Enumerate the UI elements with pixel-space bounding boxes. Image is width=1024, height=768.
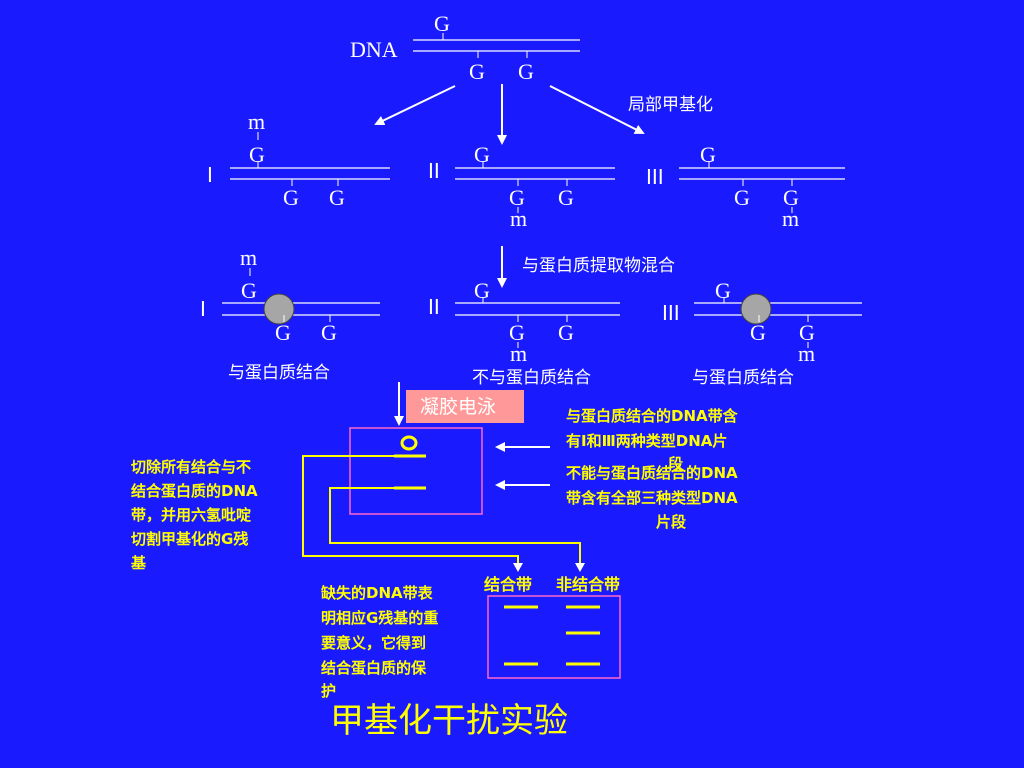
arrow-to-i — [374, 85, 456, 126]
svg-text:切割甲基化的G残: 切割甲基化的G残 — [131, 530, 248, 548]
methyl-mark: m — [782, 206, 799, 231]
top-g-lower-1: G — [469, 59, 485, 84]
svg-text:G: G — [249, 142, 265, 167]
roman-iii: III — [646, 165, 664, 189]
svg-text:G: G — [783, 185, 799, 210]
methyl-mark: m — [240, 245, 257, 270]
svg-text:G: G — [558, 320, 574, 345]
dna-label: DNA — [350, 37, 398, 62]
bound-protein — [263, 293, 295, 325]
svg-text:结合蛋白质的DNA: 结合蛋白质的DNA — [131, 482, 258, 500]
svg-text:有Ⅰ和Ⅲ两种类型DNA片: 有Ⅰ和Ⅲ两种类型DNA片 — [566, 432, 727, 450]
svg-text:II: II — [428, 295, 440, 319]
row2-dna-iii: III G G G m 与蛋白质结合 — [662, 278, 862, 388]
svg-text:G: G — [509, 185, 525, 210]
bound-lane-label: 结合带 — [483, 575, 532, 594]
svg-text:明相应G残基的重: 明相应G残基的重 — [321, 609, 438, 627]
line-to-unbound-lane — [329, 487, 581, 566]
svg-text:不能与蛋白质结合的DNA: 不能与蛋白质结合的DNA — [566, 464, 738, 482]
roman-ii: II — [428, 159, 440, 183]
top-dna: DNA G G G — [350, 11, 580, 84]
svg-text:片段: 片段 — [656, 513, 686, 531]
svg-text:G: G — [734, 185, 750, 210]
note-unbound-band: 不能与蛋白质结合的DNA 带含有全部三种类型DNA 片段 — [566, 464, 738, 531]
svg-text:基: 基 — [130, 554, 147, 572]
bound-label-i: 与蛋白质结合 — [228, 363, 330, 383]
svg-text:带，并用六氢吡啶: 带，并用六氢吡啶 — [131, 506, 251, 524]
gel-electrophoresis-label: 凝胶电泳 — [420, 396, 496, 418]
row2-dna-i: I m G G G 与蛋白质结合 — [200, 245, 380, 383]
line-to-bound-lane — [302, 455, 519, 566]
row1-dna-i: I m G G G — [207, 109, 390, 210]
partial-methylation-label: 局部甲基化 — [628, 95, 713, 115]
svg-text:与蛋白质结合的DNA带含: 与蛋白质结合的DNA带含 — [566, 407, 739, 425]
unbound-label: 不与蛋白质结合 — [472, 368, 591, 388]
mix-protein-label: 与蛋白质提取物混合 — [522, 256, 675, 276]
svg-text:G: G — [509, 320, 525, 345]
svg-text:I: I — [200, 297, 206, 321]
methyl-mark: m — [510, 341, 527, 366]
svg-text:G: G — [329, 185, 345, 210]
svg-text:G: G — [715, 278, 731, 303]
arrow-to-iii — [549, 85, 645, 134]
svg-text:段: 段 — [668, 455, 683, 473]
slide-title: 甲基化干扰实验 — [330, 701, 568, 741]
svg-text:G: G — [321, 320, 337, 345]
note-cut: 切除所有结合与不 结合蛋白质的DNA 带，并用六氢吡啶 切割甲基化的G残 基 — [130, 458, 258, 572]
note-bound-band: 与蛋白质结合的DNA带含 有Ⅰ和Ⅲ两种类型DNA片 段 — [566, 407, 739, 473]
note-missing: 缺失的DNA带表 明相应G残基的重 要意义，它得到 结合蛋白质的保 护 — [320, 584, 438, 700]
svg-text:切除所有结合与不: 切除所有结合与不 — [131, 458, 251, 476]
row1-dna-ii: II G G G m — [428, 142, 615, 231]
svg-text:G: G — [700, 142, 716, 167]
roman-i: I — [207, 163, 213, 187]
svg-text:护: 护 — [321, 682, 336, 700]
svg-text:G: G — [241, 278, 257, 303]
row1-dna-iii: III G G G m — [646, 142, 845, 231]
svg-text:带含有全部三种类型DNA: 带含有全部三种类型DNA — [566, 489, 738, 507]
svg-text:结合蛋白质的保: 结合蛋白质的保 — [321, 659, 427, 677]
methyl-mark: m — [798, 341, 815, 366]
top-g-upper: G — [434, 11, 450, 36]
unbound-lane-label: 非结合带 — [556, 575, 620, 594]
gel-electrophoresis-button[interactable] — [406, 390, 524, 423]
svg-text:III: III — [662, 301, 680, 325]
svg-text:G: G — [474, 278, 490, 303]
top-g-lower-2: G — [518, 59, 534, 84]
svg-text:G: G — [750, 320, 766, 345]
row2-dna-ii: II G G G m 不与蛋白质结合 — [428, 278, 620, 388]
methyl-mark: m — [510, 206, 527, 231]
svg-text:缺失的DNA带表: 缺失的DNA带表 — [320, 584, 434, 602]
methyl-mark: m — [248, 109, 265, 134]
svg-text:G: G — [283, 185, 299, 210]
bound-protein — [740, 293, 772, 325]
svg-text:G: G — [558, 185, 574, 210]
svg-text:要意义，它得到: 要意义，它得到 — [321, 634, 426, 652]
svg-text:G: G — [799, 320, 815, 345]
svg-text:G: G — [474, 142, 490, 167]
bound-label-iii: 与蛋白质结合 — [692, 368, 794, 388]
svg-text:G: G — [275, 320, 291, 345]
well-marker — [400, 435, 418, 451]
